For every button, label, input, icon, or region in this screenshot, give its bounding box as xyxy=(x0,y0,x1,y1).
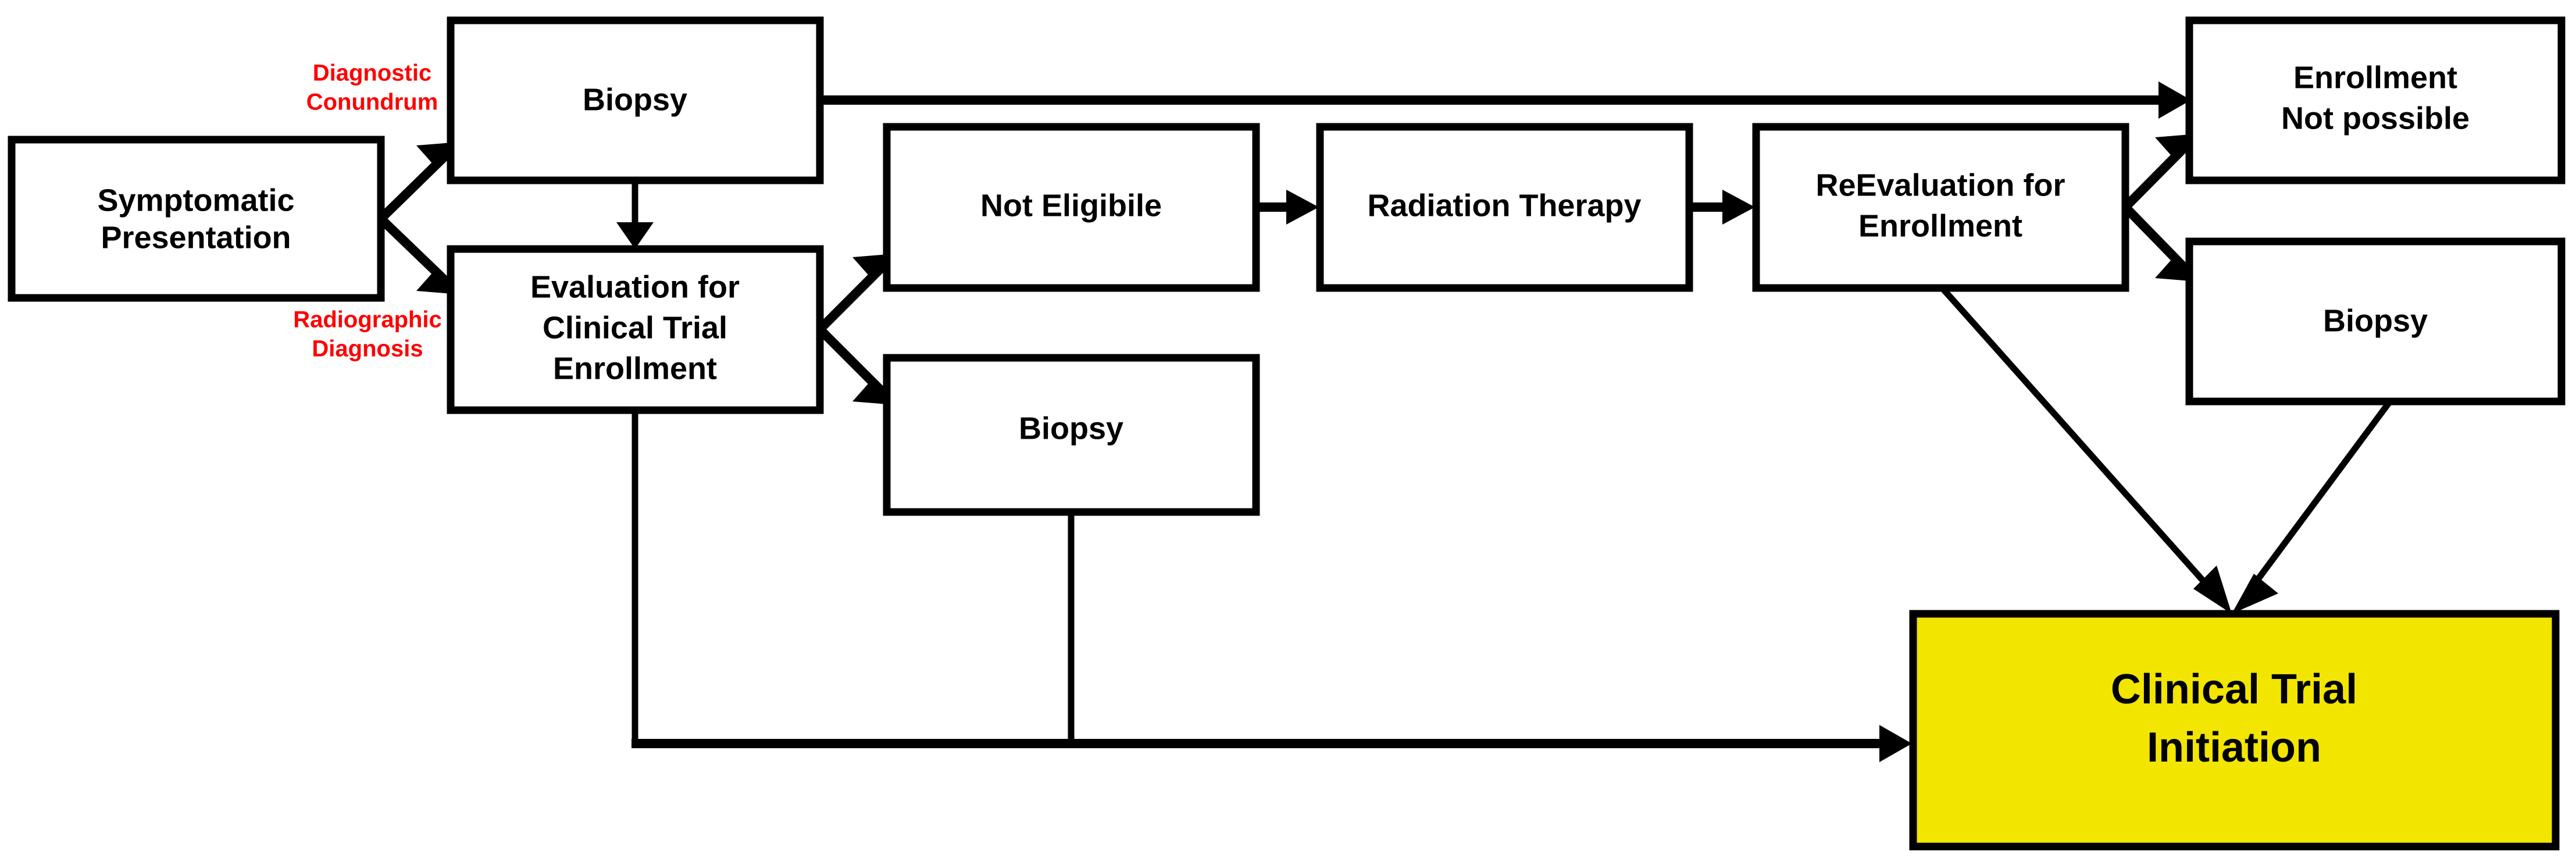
node-radiation-therapy[interactable]: Radiation Therapy xyxy=(1316,123,1693,292)
node-label-symptomatic-presentation-line2: Presentation xyxy=(101,220,291,255)
edge-label-diagnostic-conundrum: Diagnostic Conundrum xyxy=(306,61,438,115)
node-biopsy-right[interactable]: Biopsy xyxy=(2185,237,2566,406)
edge-label-radiographic-diagnosis: Radiographic Diagnosis xyxy=(293,307,442,362)
node-label-not-eligibile: Not Eligibile xyxy=(980,188,1162,223)
node-evaluation-for-clinical-trial-enrollment[interactable]: Evaluation for Clinical Trial Enrollment xyxy=(447,245,824,414)
edge-label-radiographic-diagnosis-line2: Diagnosis xyxy=(312,336,423,362)
edge-evaluation-to-clinical-trial-initiation xyxy=(631,410,1912,762)
edge-not-eligibile-to-radiation-therapy xyxy=(1256,190,1319,225)
edge-label-diagnostic-conundrum-line2: Conundrum xyxy=(306,90,438,115)
node-box-biopsy-top[interactable] xyxy=(447,16,824,184)
node-box-clinical-trial-initiation[interactable] xyxy=(1909,610,2560,851)
node-label-evaluation-line1: Evaluation for xyxy=(530,269,740,304)
node-label-biopsy-middle: Biopsy xyxy=(1019,411,1123,446)
edge-reevaluation-to-clinical-trial-initiation xyxy=(1939,286,2232,614)
nodes-layer: Symptomatic Presentation Biopsy Evaluati… xyxy=(8,16,2566,851)
node-label-enrollment-not-possible-line1: Enrollment xyxy=(2293,60,2457,95)
node-label-enrollment-not-possible-line2: Not possible xyxy=(2281,101,2470,136)
node-symptomatic-presentation[interactable]: Symptomatic Presentation xyxy=(8,136,385,302)
connectors-layer xyxy=(377,81,2393,762)
node-box-biopsy-middle[interactable] xyxy=(883,354,1260,516)
edge-biopsy-right-to-clinical-trial-initiation xyxy=(2232,399,2393,614)
node-biopsy-top[interactable]: Biopsy xyxy=(447,16,824,184)
node-label-biopsy-top: Biopsy xyxy=(583,82,687,117)
edge-label-diagnostic-conundrum-line1: Diagnostic xyxy=(313,61,431,86)
node-label-reevaluation-line2: Enrollment xyxy=(1858,208,2022,243)
edge-radiation-therapy-to-reevaluation xyxy=(1689,190,1755,225)
node-box-biopsy-right[interactable] xyxy=(2185,237,2566,406)
node-box-symptomatic-presentation[interactable] xyxy=(8,136,385,302)
node-reevaluation-for-enrollment[interactable]: ReEvaluation for Enrollment xyxy=(1752,123,2129,292)
node-label-reevaluation-line1: ReEvaluation for xyxy=(1815,168,2065,202)
node-not-eligibile[interactable]: Not Eligibile xyxy=(883,123,1260,292)
node-clinical-trial-initiation[interactable]: Clinical Trial Initiation xyxy=(1909,610,2560,851)
edge-label-radiographic-diagnosis-line1: Radiographic xyxy=(293,307,442,333)
node-label-clinical-trial-initiation-line1: Clinical Trial xyxy=(2111,666,2357,713)
edge-biopsy-top-to-enrollment-not-possible xyxy=(820,81,2191,119)
node-label-symptomatic-presentation-line1: Symptomatic xyxy=(97,183,294,218)
node-box-radiation-therapy[interactable] xyxy=(1316,123,1693,292)
node-box-not-eligibile[interactable] xyxy=(883,123,1260,292)
node-box-enrollment-not-possible[interactable] xyxy=(2185,16,2566,184)
edge-biopsy-top-to-evaluation xyxy=(616,180,654,249)
node-biopsy-middle[interactable]: Biopsy xyxy=(883,354,1260,516)
node-box-evaluation-for-clinical-trial-enrollment[interactable] xyxy=(447,245,824,414)
node-label-clinical-trial-initiation-line2: Initiation xyxy=(2147,724,2321,771)
node-label-evaluation-line3: Enrollment xyxy=(553,351,717,386)
node-label-evaluation-line2: Clinical Trial xyxy=(543,310,727,345)
node-label-radiation-therapy: Radiation Therapy xyxy=(1367,188,1641,223)
node-label-biopsy-right: Biopsy xyxy=(2323,303,2428,338)
node-enrollment-not-possible[interactable]: Enrollment Not possible xyxy=(2185,16,2566,184)
node-box-reevaluation-for-enrollment[interactable] xyxy=(1752,123,2129,292)
edge-labels-layer: Diagnostic Conundrum Radiographic Diagno… xyxy=(293,61,442,362)
